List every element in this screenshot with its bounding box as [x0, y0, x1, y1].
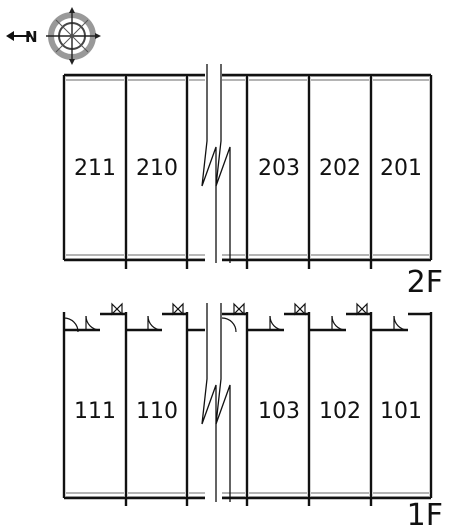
- room-number: 210: [136, 156, 178, 181]
- floor-1f: 111 110 103 102 101 1F: [62, 302, 443, 530]
- room-number: 102: [319, 399, 361, 424]
- room-number: 203: [258, 156, 300, 181]
- room-number: 201: [380, 156, 422, 181]
- floor-label: 1F: [407, 498, 443, 530]
- room-number: 103: [258, 399, 300, 424]
- room-number: 110: [136, 399, 178, 424]
- room-number: 111: [74, 399, 116, 424]
- floor-label: 2F: [407, 265, 443, 300]
- room-number: 101: [380, 399, 422, 424]
- room-number: 202: [319, 156, 361, 181]
- floor-2f: 211 210 203 202 201 2F: [62, 64, 443, 300]
- compass-north-label: N: [25, 28, 38, 46]
- compass-rose-icon: [6, 7, 101, 65]
- room-number: 211: [74, 156, 116, 181]
